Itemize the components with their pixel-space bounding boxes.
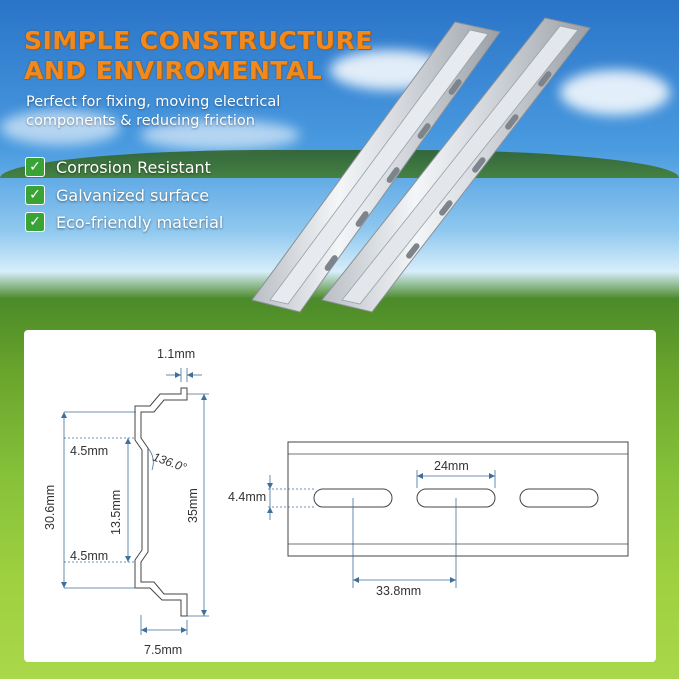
dim-lip-bottom: 4.5mm xyxy=(70,549,108,563)
rail-back xyxy=(321,17,591,313)
title-line-1: SIMPLE CONSTRUCTURE xyxy=(24,26,373,55)
dim-slot-pitch: 33.8mm xyxy=(376,584,421,598)
feature-label: Corrosion Resistant xyxy=(56,157,211,177)
dim-inner-height: 13.5mm xyxy=(109,490,123,535)
dim-slot-length: 24mm xyxy=(434,459,469,473)
check-icon: ✓ xyxy=(26,158,44,176)
feature-item: ✓ Corrosion Resistant xyxy=(26,157,211,177)
cloud xyxy=(560,70,670,115)
dimension-panel: 1.1mm 4.5mm 4.5mm 13.5mm 30.6mm 35mm 136… xyxy=(24,330,656,662)
feature-label: Eco-friendly material xyxy=(56,212,224,232)
dim-angle: 136.0° xyxy=(151,450,189,475)
title-line-2: AND ENVIROMENTAL xyxy=(24,56,323,85)
tree-line xyxy=(0,150,679,178)
dim-flange-thickness: 1.1mm xyxy=(157,347,195,361)
cloud xyxy=(0,110,120,145)
cloud xyxy=(140,120,300,150)
dim-total-height: 35mm xyxy=(186,488,200,523)
feature-item: ✓ Galvanized surface xyxy=(26,185,209,205)
rail-front xyxy=(251,21,501,313)
feature-label: Galvanized surface xyxy=(56,185,210,205)
rail-profile-outline xyxy=(134,387,188,617)
dim-lip-top: 4.5mm xyxy=(70,444,108,458)
check-icon: ✓ xyxy=(26,213,44,231)
subtitle: Perfect for fixing, moving electrical co… xyxy=(26,94,281,129)
dim-outer-height: 30.6mm xyxy=(43,485,57,530)
feature-item: ✓ Eco-friendly material xyxy=(26,212,223,232)
dimension-diagram: 1.1mm 4.5mm 4.5mm 13.5mm 30.6mm 35mm 136… xyxy=(43,347,629,657)
dim-depth: 7.5mm xyxy=(144,643,182,657)
dim-slot-width: 4.4mm xyxy=(228,490,266,504)
check-icon: ✓ xyxy=(26,186,44,204)
